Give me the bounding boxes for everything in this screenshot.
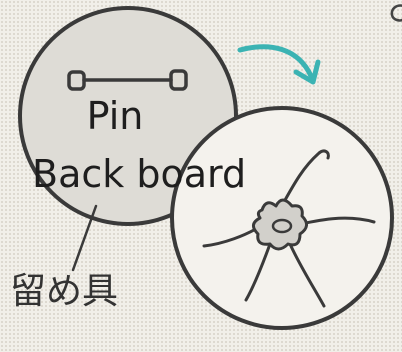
center-hub-icon	[252, 198, 308, 251]
fastener-label-jp: 留め具	[10, 271, 119, 312]
leader-line	[71, 204, 98, 272]
pin-bar-icon	[67, 69, 188, 91]
corner-sketch-mark	[390, 4, 402, 22]
pin-label: Pin	[86, 94, 144, 138]
curved-arrow-icon	[237, 44, 321, 85]
back-board-label: Back board	[32, 152, 247, 196]
